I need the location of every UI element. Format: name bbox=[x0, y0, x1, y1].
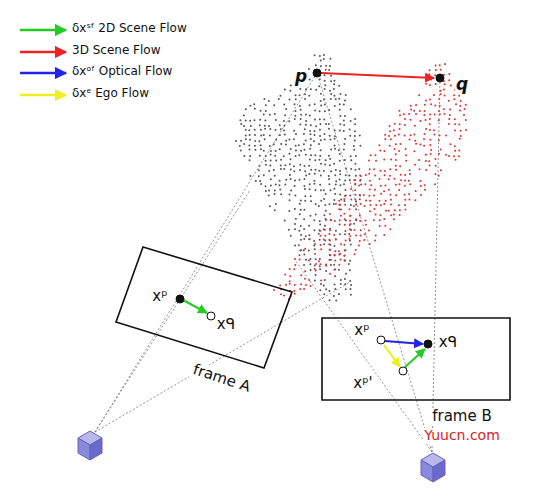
legend-text: δxᵉ Ego Flow bbox=[72, 87, 149, 100]
point-label: p bbox=[294, 67, 308, 86]
frame-a-scene-flow-arrow bbox=[183, 300, 207, 313]
legend-text: δxᵒᶠ Optical Flow bbox=[72, 65, 172, 78]
legend-arrow-sample bbox=[20, 51, 66, 54]
frame-title: frame B bbox=[430, 408, 494, 425]
legend-arrow-sample bbox=[20, 94, 66, 97]
legend-arrow-sample bbox=[20, 29, 66, 32]
optical-flow-arrow bbox=[385, 341, 423, 344]
image-point-label: xᑫ bbox=[216, 316, 236, 333]
scene-flow-arrow bbox=[321, 73, 434, 78]
point-label: q bbox=[455, 75, 469, 94]
grey-point-cloud bbox=[235, 54, 362, 301]
ego-flow-arrow bbox=[384, 345, 400, 367]
legend-arrow-sample bbox=[20, 72, 66, 75]
red-point-cloud bbox=[273, 63, 467, 300]
frame-outline bbox=[322, 318, 510, 400]
image-point-label: xᑫ bbox=[438, 334, 458, 351]
image-point-label: xᵖ bbox=[353, 322, 370, 339]
watermark: Yuucn.com bbox=[423, 428, 501, 443]
legend-text: δxˢᶠ 2D Scene Flow bbox=[72, 22, 187, 35]
image-points bbox=[176, 69, 444, 375]
frame-b-scene-flow-arrow bbox=[405, 349, 425, 367]
image-frame-a: frame A bbox=[112, 244, 296, 372]
camera-a bbox=[78, 431, 102, 460]
image-point-label: xᵖ' bbox=[352, 375, 373, 392]
legend-text: 3D Scene Flow bbox=[72, 44, 160, 57]
frame-title: frame A bbox=[189, 360, 255, 395]
image-frame-b: frame B bbox=[322, 318, 510, 400]
frame-outline bbox=[112, 244, 296, 372]
image-point-label: xᵖ bbox=[151, 288, 168, 305]
camera-b bbox=[421, 453, 445, 482]
projection-rays bbox=[95, 73, 440, 452]
